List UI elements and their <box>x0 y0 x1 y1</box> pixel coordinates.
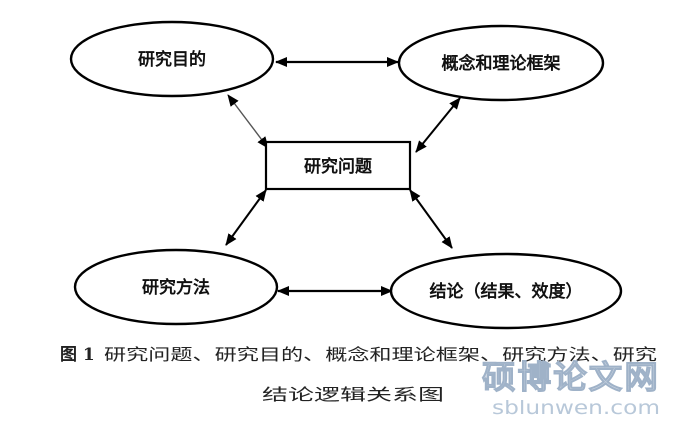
edge-problem-conclusion <box>409 189 453 249</box>
node-conceptual-framework: 概念和理论框架 <box>397 24 605 102</box>
figure-number: 图 1 <box>60 345 95 365</box>
node-conclusion-label: 结论（结果、效度） <box>430 281 583 302</box>
node-conclusion: 结论（结果、效度） <box>389 252 623 330</box>
node-research-purpose-label: 研究目的 <box>138 49 206 70</box>
node-conceptual-framework-label: 概念和理论框架 <box>442 53 561 74</box>
figure-caption-line1: 研究问题、研究目的、概念和理论框架、研究方法、研究 <box>104 345 657 364</box>
watermark-url: sblunwen.com <box>492 397 660 419</box>
node-research-method: 研究方法 <box>73 248 279 326</box>
edge-problem-method <box>225 189 267 246</box>
node-research-problem-label: 研究问题 <box>304 156 373 177</box>
node-research-problem: 研究问题 <box>264 140 412 191</box>
edge-purpose-problem <box>227 94 269 149</box>
node-research-purpose: 研究目的 <box>69 20 275 98</box>
figure-caption-line2: 结论逻辑关系图 <box>262 385 444 404</box>
node-research-method-label: 研究方法 <box>142 277 210 298</box>
watermark-logo-text: 硕博论文网 <box>482 358 660 396</box>
edge-framework-problem <box>415 97 461 153</box>
